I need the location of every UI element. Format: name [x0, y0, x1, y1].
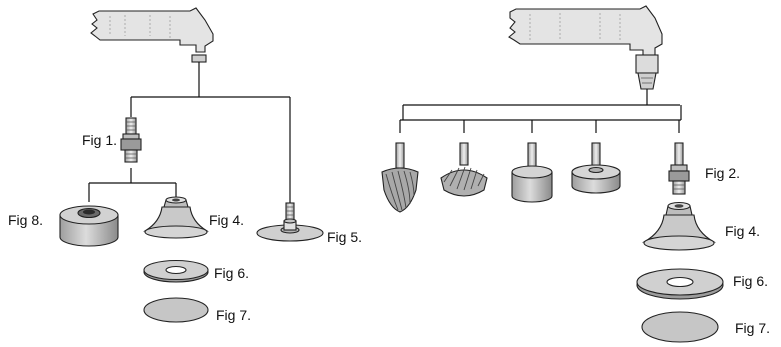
label-right-fig2: Fig 2.	[705, 165, 740, 181]
right-fig6-washer	[636, 268, 724, 300]
label-left-fig7: Fig 7.	[216, 307, 251, 323]
label-right-fig4: Fig 4.	[725, 223, 760, 239]
left-connector-lines	[88, 62, 291, 203]
right-assembly: Fig 2. Fig 4. Fig 6. Fig 7.	[381, 5, 770, 343]
label-left-fig6: Fig 6.	[214, 265, 249, 281]
label-left-fig1: Fig 1.	[82, 132, 117, 148]
left-fig4-backing-pad	[143, 196, 209, 239]
right-connector-lines	[399, 89, 682, 133]
fig2-mandrel	[668, 142, 690, 195]
label-left-fig8: Fig 8.	[8, 212, 43, 228]
burr-ball	[440, 142, 488, 197]
right-fig7-disc	[641, 311, 719, 343]
label-left-fig5: Fig 5.	[327, 229, 362, 245]
mounted-stone-cylinder	[511, 142, 553, 203]
fig8-cylinder-pad	[59, 205, 119, 247]
label-right-fig6: Fig 6.	[733, 273, 768, 289]
fig5-mounted-disc	[256, 202, 324, 242]
fig1-mandrel	[120, 117, 142, 163]
left-assembly: Fig 1. Fig 8. Fig 4. Fig 5. Fig 6. Fig 7…	[8, 7, 362, 323]
label-left-fig4: Fig 4.	[209, 212, 244, 228]
left-fig7-disc	[143, 297, 209, 323]
right-fig4-backing-pad	[641, 201, 717, 251]
right-tool-body	[508, 5, 663, 90]
left-tool-body	[90, 7, 214, 63]
label-right-fig7: Fig 7.	[735, 320, 770, 336]
mounted-wheel	[571, 142, 621, 194]
burr-flame	[381, 142, 419, 213]
left-fig6-washer	[143, 259, 209, 283]
